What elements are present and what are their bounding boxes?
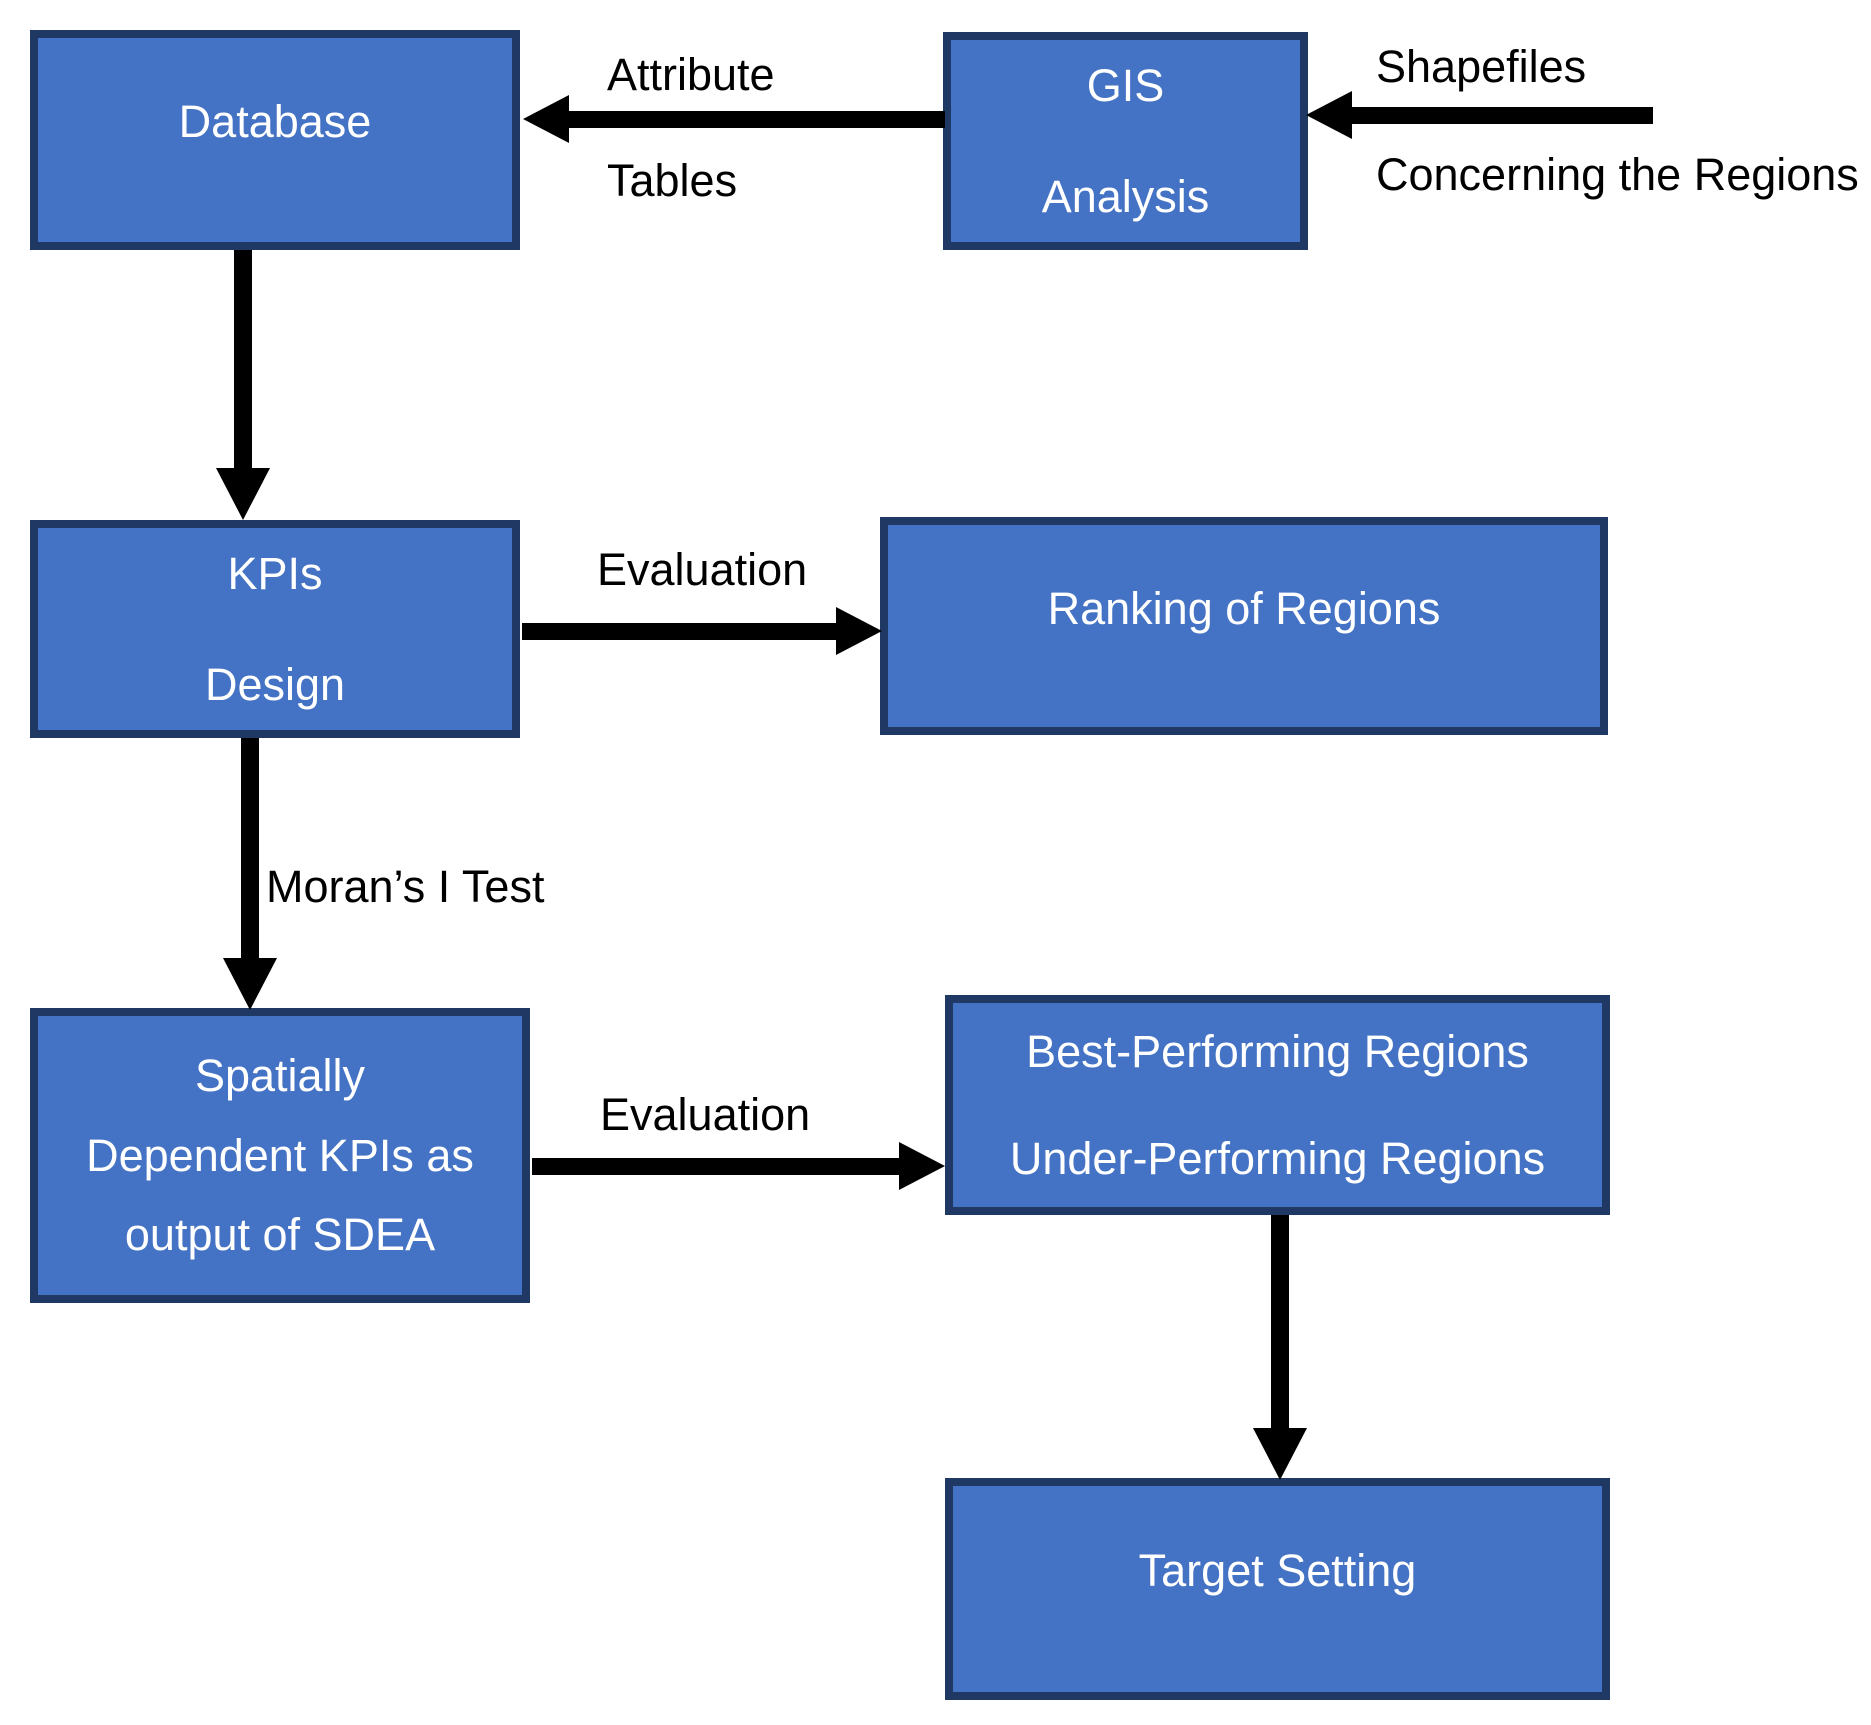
arrow-gis-to-database-shaft: [565, 111, 945, 128]
evaluation-ranking-label: Evaluation: [597, 544, 808, 595]
arrow-performance-to-target-head-icon: [1253, 1428, 1307, 1480]
ranking-of-regions-node: Ranking of Regions: [880, 517, 1608, 735]
ranking-of-regions-node-label: Ranking of Regions: [1047, 583, 1441, 635]
shapefiles-label-line1: Shapefiles: [1376, 41, 1587, 92]
sdea-node-label-line2: Dependent KPIs as: [86, 1129, 474, 1181]
kpis-design-node-label-line2: Design: [204, 659, 346, 710]
attribute-tables-label-line1: Attribute: [607, 49, 775, 100]
arrow-performance-to-target-shaft: [1271, 1215, 1289, 1432]
spatially-dependent-kpis-node: Spatially Dependent KPIs as output of SD…: [30, 1008, 530, 1303]
gis-analysis-node: GIS Analysis: [943, 32, 1308, 250]
arrow-sdea-to-performance-head-icon: [899, 1142, 945, 1190]
database-node-label: Database: [178, 96, 372, 148]
evaluation-performance-label: Evaluation: [600, 1089, 811, 1140]
arrow-database-to-kpis-shaft: [234, 250, 252, 472]
performance-node-label-line2: Under-Performing Regions: [1009, 1133, 1546, 1184]
arrow-gis-to-database-head-icon: [523, 95, 569, 143]
performance-node-label-line1: Best-Performing Regions: [1026, 1025, 1529, 1077]
arrow-kpis-to-ranking-shaft: [522, 623, 840, 640]
arrow-shapefiles-to-gis-head-icon: [1306, 91, 1352, 139]
gis-analysis-node-label-line2: Analysis: [1041, 171, 1210, 222]
performance-regions-node: Best-Performing Regions Under-Performing…: [945, 995, 1610, 1215]
arrow-kpis-to-sdea-head-icon: [223, 958, 277, 1010]
kpis-design-node: KPIs Design: [30, 520, 520, 738]
target-setting-node-label: Target Setting: [1138, 1545, 1417, 1597]
attribute-tables-label-line2: Tables: [607, 155, 738, 206]
sdea-node-label-line1: Spatially: [194, 1050, 366, 1102]
arrow-kpis-to-sdea-shaft: [241, 738, 259, 962]
shapefiles-label-line2: Concerning the Regions: [1376, 149, 1859, 200]
kpis-design-node-label-line1: KPIs: [227, 547, 323, 599]
arrow-sdea-to-performance-shaft: [532, 1158, 903, 1175]
arrow-kpis-to-ranking-head-icon: [836, 607, 882, 655]
arrow-shapefiles-to-gis-shaft: [1348, 107, 1653, 124]
arrow-database-to-kpis-head-icon: [216, 468, 270, 520]
morans-i-test-label: Moran’s I Test: [266, 861, 545, 912]
gis-analysis-node-label-line1: GIS: [1086, 59, 1165, 111]
sdea-node-label-line3: output of SDEA: [124, 1209, 436, 1261]
database-node: Database: [30, 30, 520, 250]
target-setting-node: Target Setting: [945, 1478, 1610, 1700]
